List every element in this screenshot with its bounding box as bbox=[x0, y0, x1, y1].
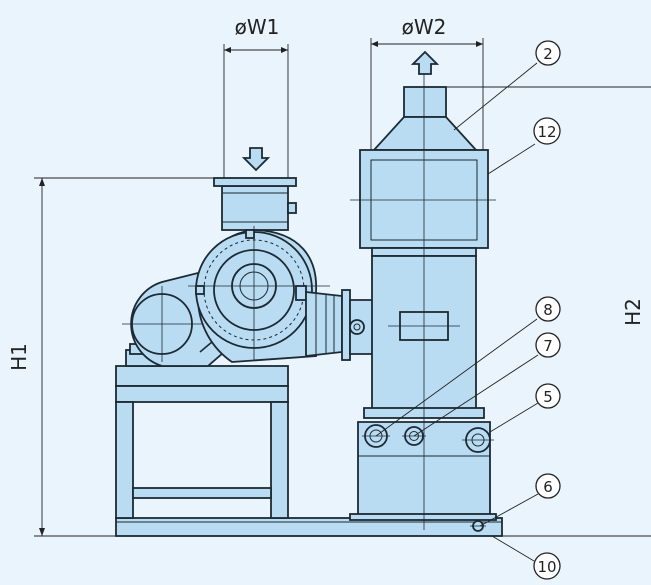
callout-12-label: 12 bbox=[537, 123, 556, 141]
nozzle-5 bbox=[462, 427, 494, 453]
scrubber-tower bbox=[349, 70, 497, 530]
nozzle-6 bbox=[470, 520, 486, 532]
dimension-w2-label: øW2 bbox=[402, 15, 447, 39]
dimension-h1-label: H1 bbox=[7, 343, 31, 371]
callout-5-label: 5 bbox=[543, 388, 553, 406]
callout-10: 10 bbox=[533, 552, 561, 580]
base-frame bbox=[115, 517, 503, 537]
motor-stand bbox=[115, 365, 289, 519]
callout-7: 7 bbox=[535, 332, 561, 358]
callout-10-label: 10 bbox=[537, 558, 556, 576]
callout-2-label: 2 bbox=[543, 45, 553, 63]
callout-8: 8 bbox=[535, 296, 561, 322]
dimension-h1: H1 bbox=[7, 177, 222, 537]
callout-6: 6 bbox=[535, 473, 561, 499]
dimension-w1: øW1 bbox=[223, 15, 289, 178]
callout-7-label: 7 bbox=[543, 337, 553, 355]
callout-6-label: 6 bbox=[543, 478, 553, 496]
dimension-h2-label: H2 bbox=[621, 298, 645, 326]
dimension-w1-label: øW1 bbox=[235, 15, 280, 39]
arrow-up-icon bbox=[410, 50, 440, 75]
callout-leaders bbox=[375, 62, 539, 562]
callout-12: 12 bbox=[533, 117, 561, 145]
arrow-down-icon bbox=[241, 147, 271, 172]
dimension-w2: øW2 bbox=[370, 15, 484, 150]
callout-5: 5 bbox=[535, 383, 561, 409]
callout-8-label: 8 bbox=[543, 301, 553, 319]
dimension-h2: H2 bbox=[446, 86, 651, 537]
callout-2: 2 bbox=[535, 40, 561, 66]
